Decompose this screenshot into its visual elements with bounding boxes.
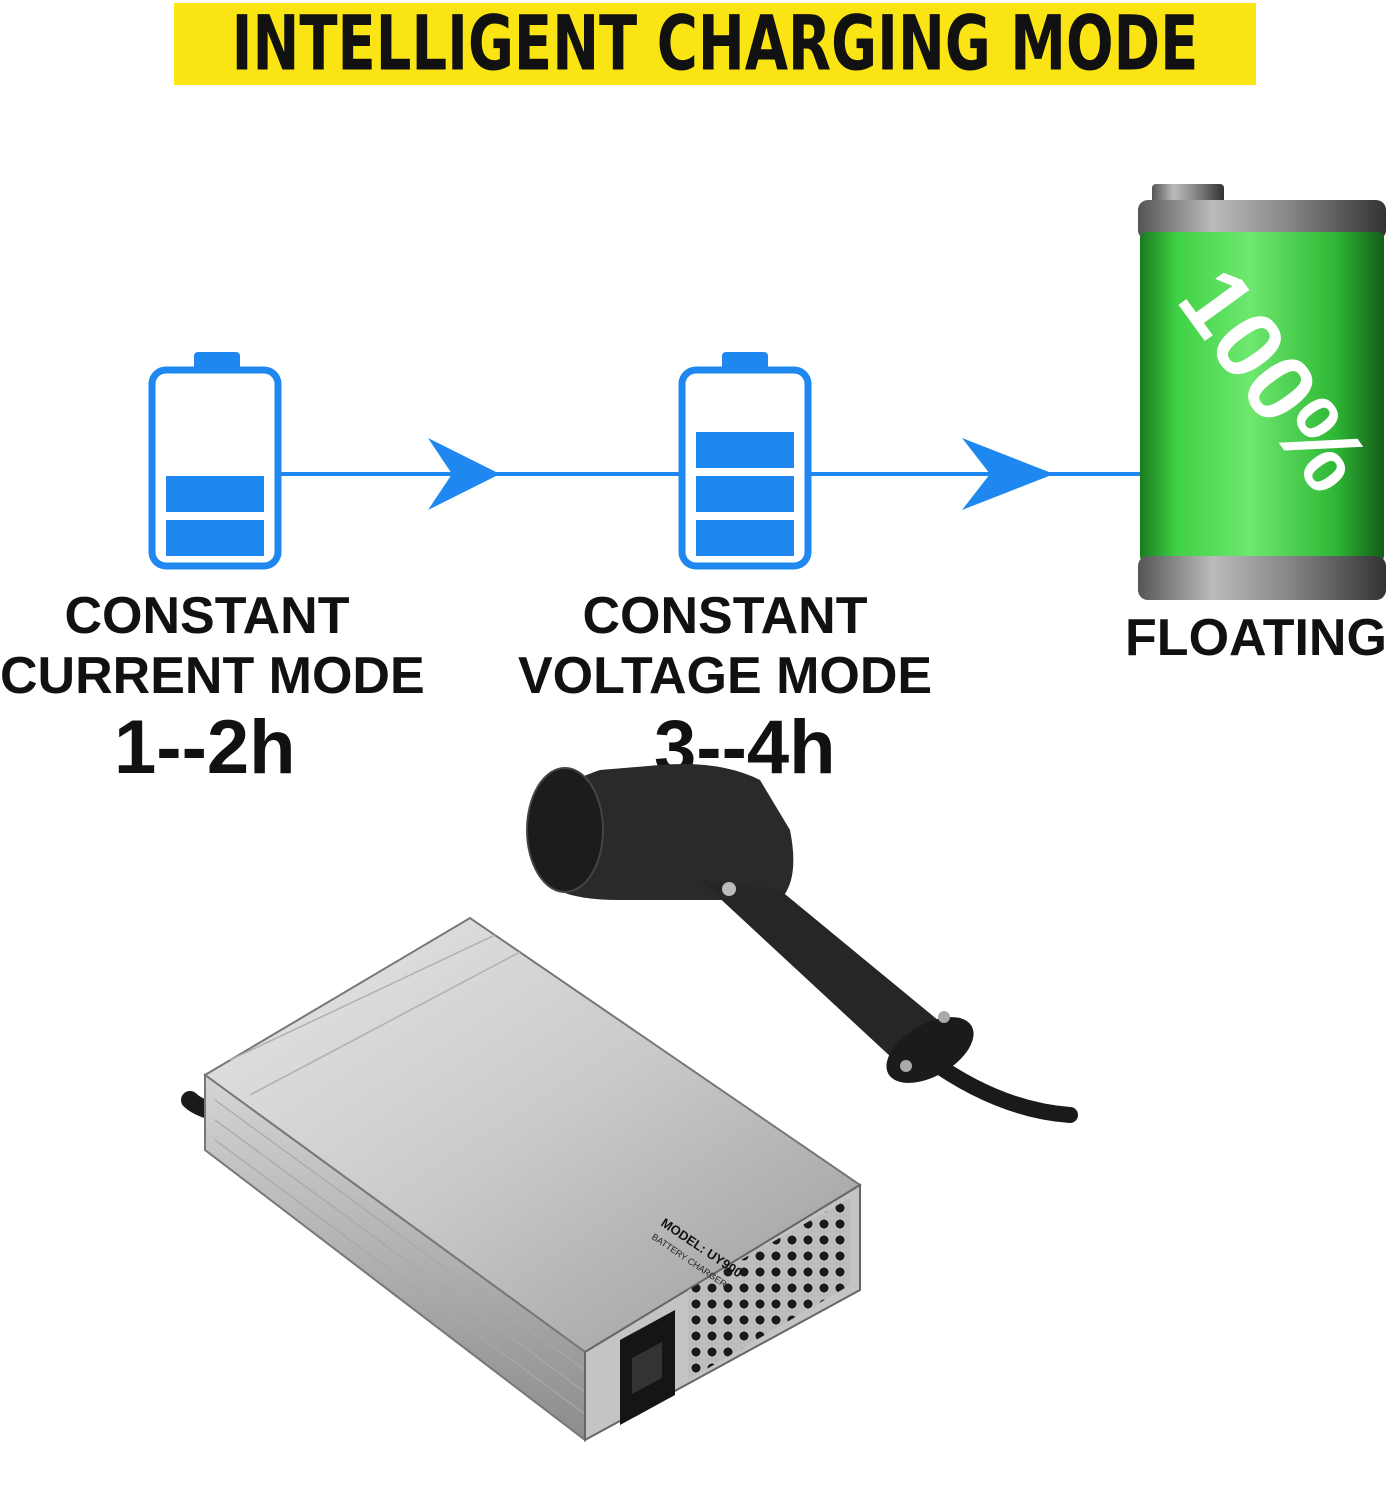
charger-illustration: MODEL: UY900 BATTERY CHARGER	[181, 764, 1078, 1443]
stage-2-label: CONSTANT VOLTAGE MODE	[518, 586, 932, 706]
stage-3-label: FLOATING	[1125, 609, 1387, 667]
stage-1-label-line2: CURRENT MODE	[0, 647, 425, 705]
battery-medium-icon	[678, 352, 812, 570]
stage-1-label: CONSTANT CURRENT MODE	[0, 586, 425, 706]
stage-1-duration: 1--2h	[114, 705, 296, 790]
vent-grille	[688, 1198, 850, 1380]
flow-arrow-1	[428, 438, 500, 510]
battery-full-icon: 100%	[1138, 184, 1389, 600]
stage-2-label-line2: VOLTAGE MODE	[518, 647, 933, 705]
output-cable	[922, 1052, 1078, 1123]
battery-low-icon	[148, 352, 282, 570]
charger-connector	[526, 764, 974, 1083]
charging-flow-diagram: 100%	[148, 184, 1389, 600]
flow-arrow-2	[962, 438, 1054, 510]
stage-2-label-line1: CONSTANT	[582, 587, 868, 645]
title-banner: INTELLIGENT CHARGING MODE	[174, 0, 1256, 88]
stage-1-label-line1: CONSTANT	[64, 587, 350, 645]
page-title: INTELLIGENT CHARGING MODE	[231, 0, 1199, 88]
